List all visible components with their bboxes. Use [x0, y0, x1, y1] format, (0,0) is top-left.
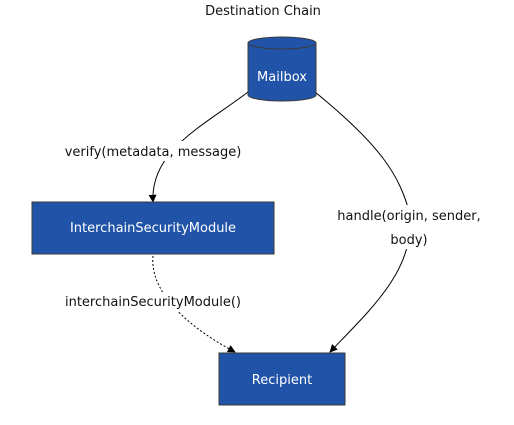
recipient-label: Recipient: [252, 373, 312, 388]
mailbox-label: Mailbox: [257, 70, 307, 85]
ism-label: InterchainSecurityModule: [70, 221, 236, 236]
recipient-node[interactable]: Recipient: [218, 352, 346, 406]
mailbox-node[interactable]: Mailbox: [247, 36, 317, 102]
ism-query-edge: [152, 255, 236, 353]
handle-edge-label-line-1: handle(origin, sender,: [337, 209, 480, 224]
diagram-title: Destination Chain: [205, 4, 321, 19]
verify-edge: [148, 91, 249, 203]
verify-label-bg: [54, 141, 252, 161]
ism-query-edge-label: interchainSecurityModule(): [65, 295, 241, 310]
handle-label-bg: [326, 205, 492, 249]
ism-query-label-bg: [56, 292, 250, 312]
verify-edge-label: verify(metadata, message): [65, 145, 242, 160]
ism-node[interactable]: InterchainSecurityModule: [31, 201, 275, 255]
handle-edge-label-line-2: body): [390, 233, 427, 248]
